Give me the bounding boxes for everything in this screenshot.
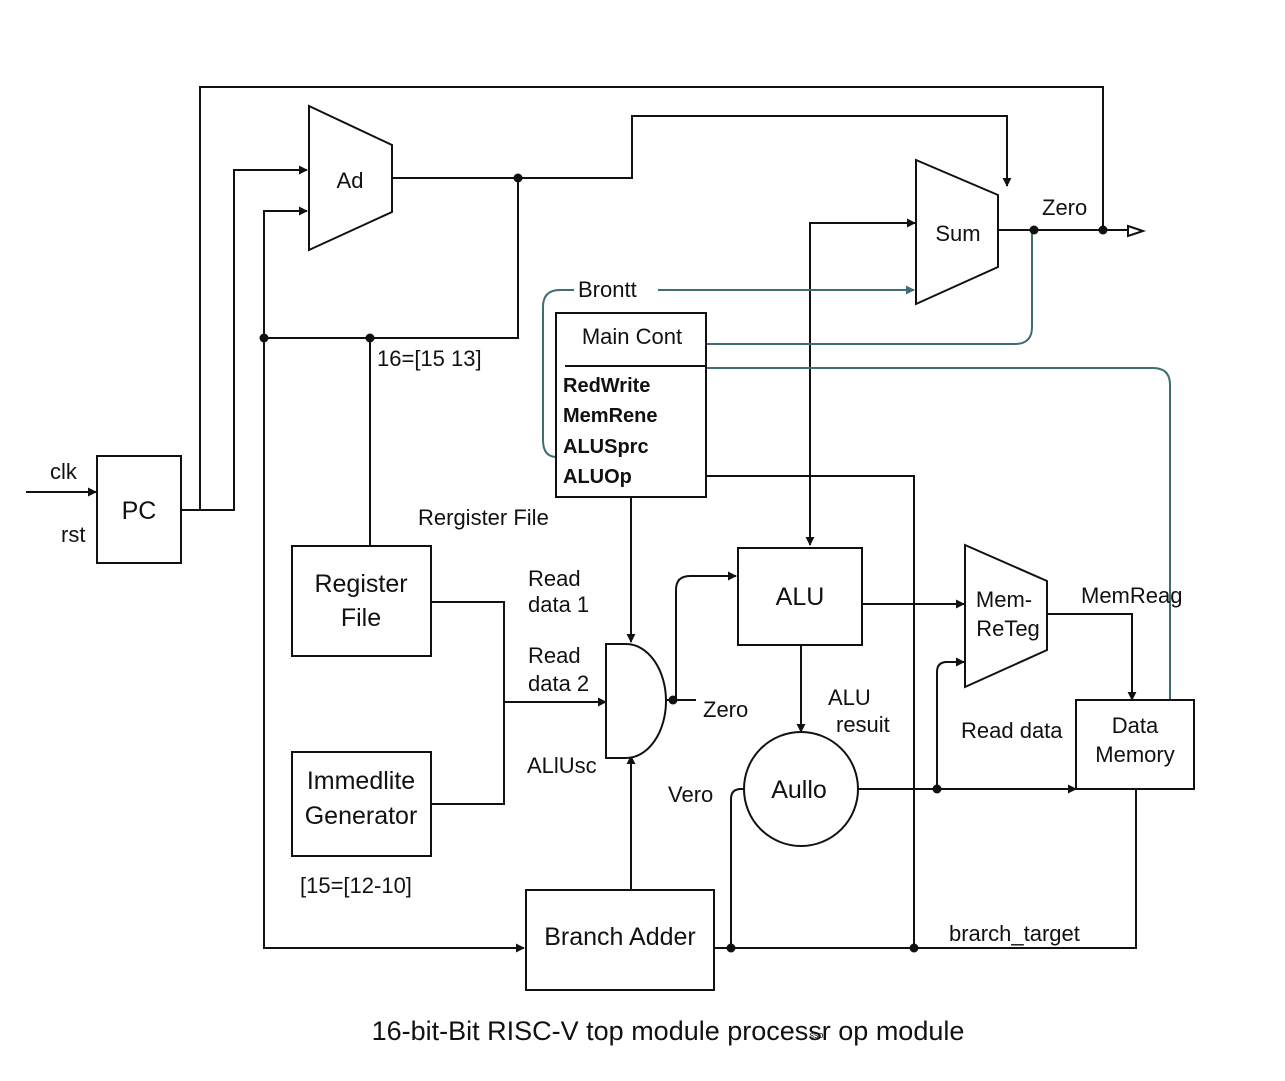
ad-label: Ad (337, 168, 364, 193)
junction-dot (932, 784, 942, 794)
read-data-label: Read data (961, 718, 1063, 743)
register-file-block: Register File (291, 545, 432, 657)
register-file-text-label: Rergister File (418, 505, 549, 530)
main-control-block: Main Cont RedWrite MemRene ALUSprc ALUOp (555, 312, 707, 498)
junction-dot (1029, 225, 1039, 235)
data-memory-block: Data Memory (1075, 699, 1195, 790)
aluop-wire (706, 475, 915, 948)
zero-top-label: Zero (1042, 195, 1087, 220)
imm-gen-line1: Immedlite (307, 767, 415, 795)
junction-dot (1098, 225, 1108, 235)
alu-label: ALU (776, 583, 825, 611)
mem-mux: Mem- ReTeg (964, 543, 1048, 689)
clk-label: clk (50, 459, 78, 484)
imm-gen-line2: Generator (305, 802, 418, 830)
memreag-label: MemReag (1081, 583, 1182, 608)
sum-adder: Sum (915, 158, 999, 306)
read-data2-line1: Read (528, 643, 581, 668)
junction-dot (726, 943, 736, 953)
control-signal: ALUSprc (563, 436, 649, 458)
and-gate (605, 643, 667, 759)
junction-dot (909, 943, 919, 953)
alu-block: ALU (737, 547, 863, 646)
read-data2-line2: data 2 (528, 671, 589, 696)
control-signal: ALUOp (563, 466, 632, 488)
read-data1-line2: data 1 (528, 592, 589, 617)
branch-target-label: brarch_target (949, 921, 1080, 946)
caption-watermark: ssor (809, 1030, 826, 1040)
vero-label: Vero (668, 782, 713, 807)
gate-to-alu-wire (666, 571, 737, 701)
pc-to-ad-wire (181, 165, 308, 511)
brontt-label: Brontt (578, 277, 637, 302)
control-wires (542, 230, 1171, 700)
aullo-circle: Aullo (743, 731, 859, 847)
junction-dot (259, 333, 269, 343)
data-memory-line2: Memory (1095, 742, 1174, 767)
maincont-to-zero-wire (706, 230, 1033, 345)
register-file-line1: Register (314, 570, 407, 598)
branch-adder-label: Branch Adder (544, 923, 696, 951)
branch-adder-block: Branch Adder (525, 889, 715, 991)
main-control-title: Main Cont (582, 324, 682, 349)
regfile-read-wire (431, 601, 505, 805)
read-data-feedback-wire (936, 657, 965, 789)
zero-gate-label: Zero (703, 697, 748, 722)
read-data1-line1: Read (528, 566, 581, 591)
sum-input-wire (809, 218, 916, 545)
junction-dot (513, 173, 523, 183)
ad-adder: Ad (308, 104, 393, 252)
diagram-caption: 16-bit-Bit RISC-V top module processr op… (372, 1016, 965, 1046)
alu-result-line1: ALU (828, 685, 871, 710)
pc-label: PC (122, 497, 157, 525)
branch-target-wire (714, 790, 1137, 949)
vero-wire (730, 788, 745, 948)
memmux-to-memory-wire (1047, 613, 1137, 701)
alu-result-line2: resuit (836, 712, 890, 737)
data-memory-line1: Data (1112, 713, 1159, 738)
control-signal: MemRene (563, 405, 657, 427)
control-signal: RedWrite (563, 375, 650, 397)
ad-output-wire (264, 177, 519, 339)
mem-mux-line1: Mem- (976, 587, 1032, 612)
free-labels: clk rst Zero Brontt 16=[15 13] Rergister… (50, 195, 1182, 946)
rst-label: rst (61, 522, 85, 547)
sum-label: Sum (935, 221, 980, 246)
junction-dots (259, 173, 1108, 953)
pc-block: PC (96, 455, 182, 564)
immediate-generator-block: Immedlite Generator (291, 751, 432, 857)
sum-output-tip (1127, 224, 1147, 238)
mem-mux-line2: ReTeg (976, 616, 1040, 641)
register-file-line2: File (341, 604, 381, 632)
junction-dot (365, 333, 375, 343)
wires (26, 86, 1147, 953)
field15-label: [15=[12-10] (300, 873, 412, 898)
ad-to-zero-wire (518, 115, 1012, 187)
field16-label: 16=[15 13] (377, 346, 482, 371)
allusc-label: ALlUsc (527, 753, 597, 778)
maincont-to-memory-wire (706, 367, 1171, 700)
junction-dot (668, 695, 678, 705)
aullo-label: Aullo (771, 776, 827, 804)
brontt-loop-wire (542, 289, 574, 458)
